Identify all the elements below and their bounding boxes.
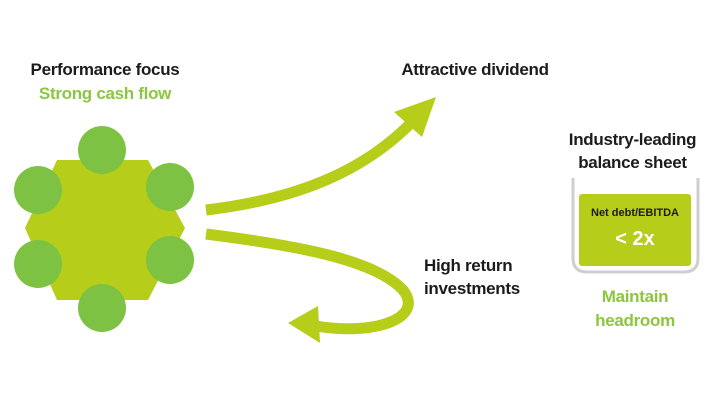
balance-sheet-frame (571, 178, 700, 274)
strong-cash-flow-subtitle: Strong cash flow (38, 84, 172, 103)
investment-arrowhead (288, 306, 320, 343)
hub-node-upper-right (146, 163, 194, 211)
balance-sheet-title: Industry-leading balance sheet (568, 130, 697, 172)
attractive-dividend-label: Attractive dividend (401, 60, 549, 79)
hub-node-bottom (78, 284, 126, 332)
hub-node-lower-right (146, 236, 194, 284)
hub-node-upper-left (14, 166, 62, 214)
hub-node-top (78, 126, 126, 174)
net-debt-ratio-card: Net debt/EBITDA < 2x (579, 194, 691, 266)
maintain-headroom-caption: Maintain headroom (595, 287, 675, 330)
net-debt-ebitda-label: Net debt/EBITDA (591, 207, 679, 219)
hub-node-lower-left (14, 240, 62, 288)
investment-arrow-shaft (205, 228, 414, 335)
high-return-investments-label: High return investments (424, 256, 520, 298)
cash-flow-hub (25, 160, 185, 300)
dividend-arrowhead (394, 97, 436, 137)
net-debt-ebitda-value: < 2x (615, 228, 655, 250)
dividend-arrow-shaft (205, 118, 416, 216)
performance-focus-title: Performance focus (30, 60, 180, 79)
